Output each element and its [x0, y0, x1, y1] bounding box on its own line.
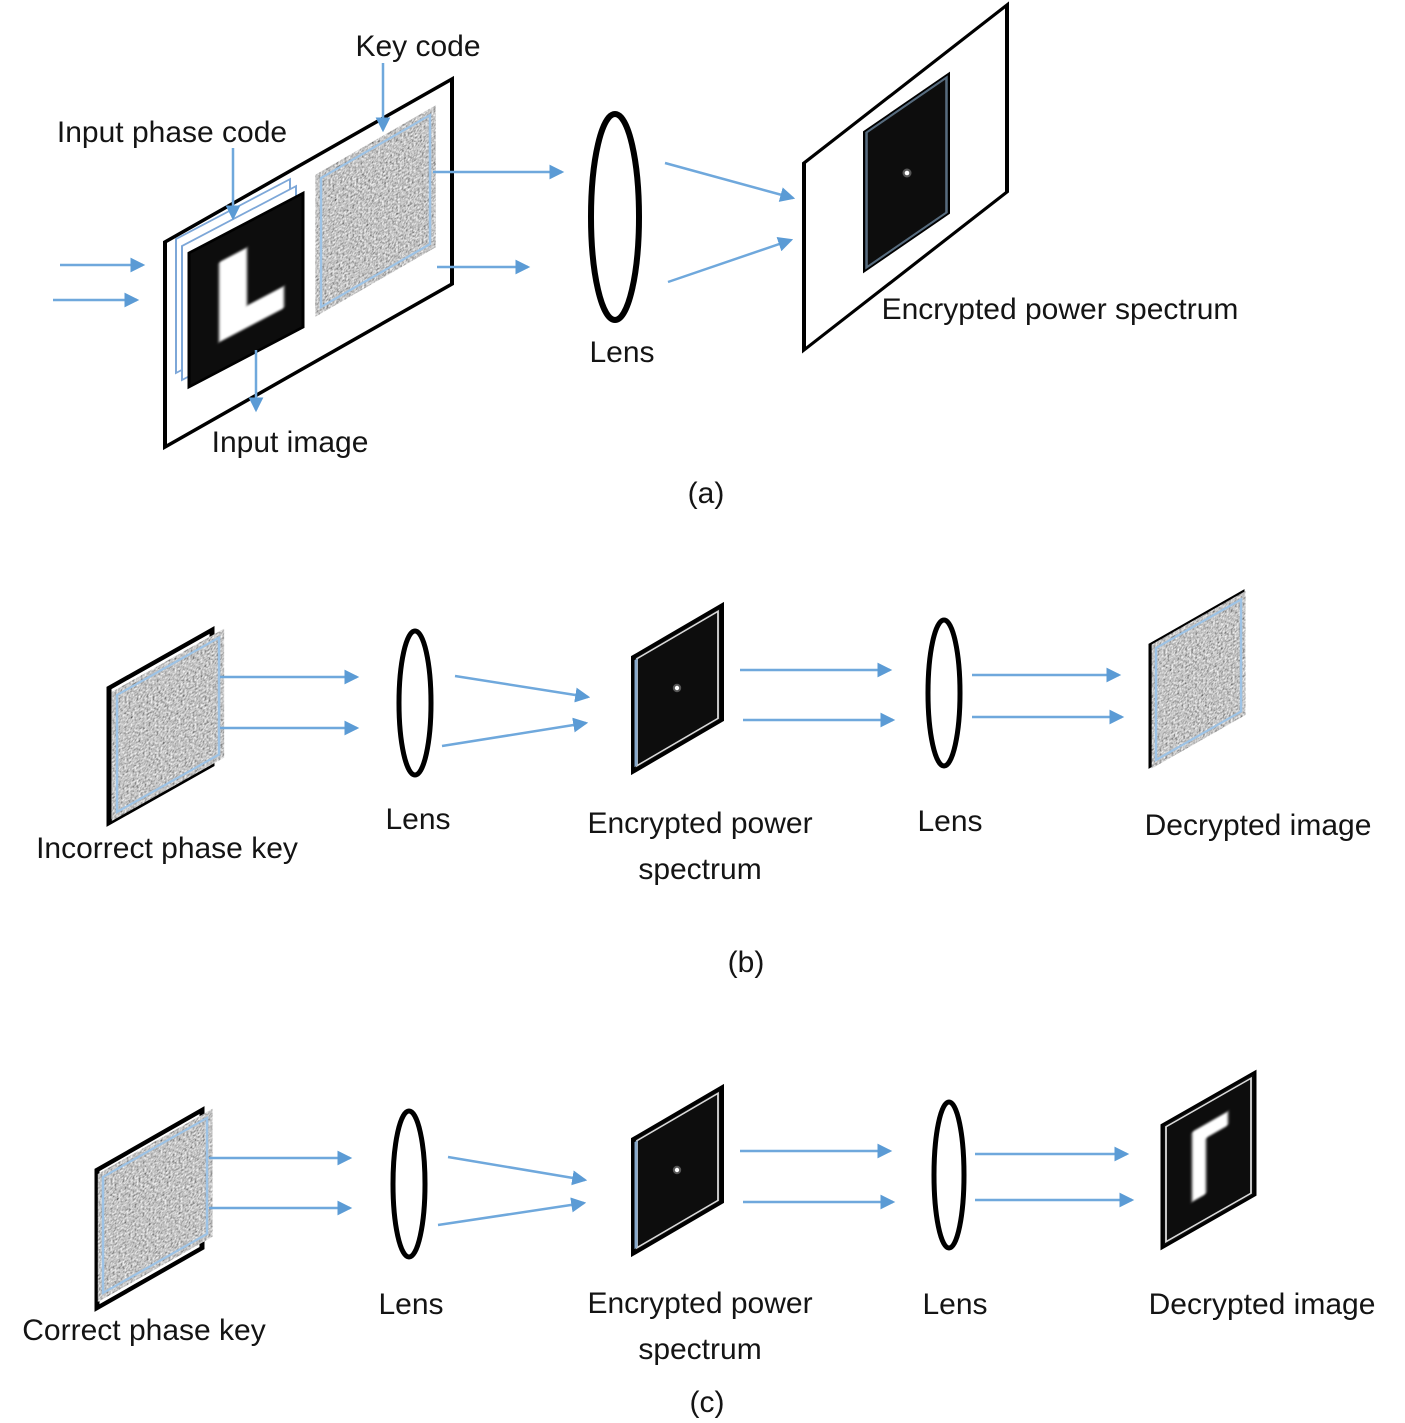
input-image-label: Input image	[212, 426, 369, 459]
noise-border	[319, 113, 432, 309]
lens-label: Lens	[385, 803, 450, 836]
decrypted-image-screen	[1160, 1069, 1257, 1251]
noise-border	[115, 635, 221, 814]
rotated-L-glyph	[1192, 1111, 1228, 1202]
panel-c: Correct phase key Lens Encrypted power s…	[22, 1069, 1376, 1419]
lens-icon	[588, 111, 642, 323]
converging-ray-arrow	[454, 674, 591, 703]
noise-texture	[1156, 599, 1241, 760]
caption-c: (c)	[690, 1386, 725, 1419]
decrypted-image-label: Decrypted image	[1145, 809, 1372, 842]
converging-ray-arrow	[447, 1155, 588, 1186]
spectrum-blue-edge	[865, 75, 948, 270]
screen-inner-edge	[1165, 1076, 1252, 1244]
letter-L-glyph	[219, 247, 284, 343]
encrypted-spectrum-label-line2: spectrum	[638, 853, 761, 886]
panel-a: Key code Input phase code Input image Le…	[53, 1, 1239, 510]
key-code-label: Key code	[355, 30, 480, 63]
converging-ray-arrow	[667, 237, 794, 284]
decrypted-image-label: Decrypted image	[1149, 1288, 1376, 1321]
correct-phase-key-noise	[101, 1115, 209, 1295]
caption-b: (b)	[728, 946, 765, 979]
converging-ray-arrow	[441, 717, 589, 748]
incorrect-phase-key-label: Incorrect phase key	[36, 832, 298, 865]
lens-icon	[390, 1108, 428, 1260]
encrypted-spectrum-label-line1: Encrypted power	[587, 807, 812, 840]
lens-icon	[925, 617, 963, 769]
encrypted-spectrum-label-line1: Encrypted power	[587, 1287, 812, 1320]
input-image-screen	[187, 190, 305, 390]
lens-label: Lens	[378, 1288, 443, 1321]
dc-spot	[674, 685, 680, 691]
correct-phase-key-label: Correct phase key	[22, 1314, 265, 1347]
converging-ray-arrow	[437, 1197, 587, 1227]
dc-spot	[904, 170, 910, 176]
lens-icon	[396, 628, 434, 778]
lens-icon	[931, 1099, 967, 1251]
key-code-noise-square	[319, 113, 432, 309]
lens-label: Lens	[922, 1288, 987, 1321]
converging-ray-arrow	[664, 161, 796, 202]
panel-b: Incorrect phase key Lens Encrypted power…	[36, 589, 1372, 979]
lens-label: Lens	[589, 336, 654, 369]
noise-texture	[103, 1117, 207, 1293]
noise-border	[101, 1115, 209, 1295]
encrypted-spectrum-label: Encrypted power spectrum	[882, 293, 1239, 326]
decrypted-image-noise	[1154, 597, 1243, 762]
caption-a: (a)	[688, 477, 725, 510]
dc-spot	[674, 1167, 680, 1173]
encrypted-spectrum-label-line2: spectrum	[638, 1333, 761, 1366]
noise-border	[1154, 597, 1243, 762]
input-phase-code-label: Input phase code	[57, 116, 287, 149]
incorrect-phase-key-noise	[115, 635, 221, 814]
lens-label: Lens	[917, 805, 982, 838]
